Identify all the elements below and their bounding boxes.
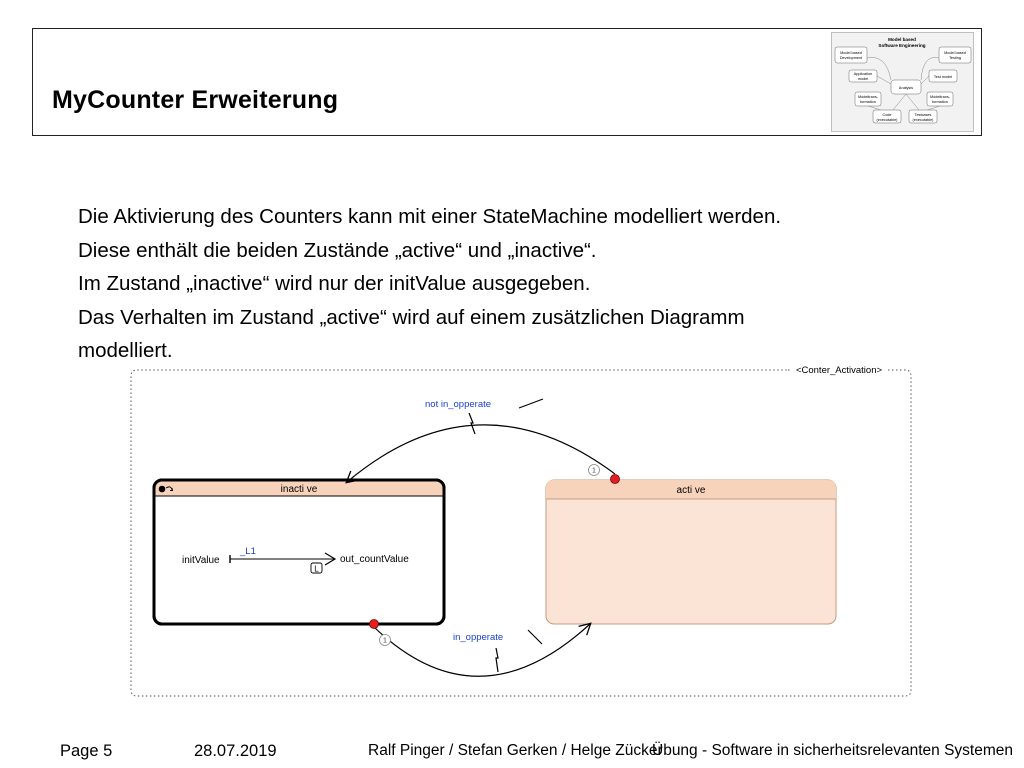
transition-top-priority-badge xyxy=(588,464,600,476)
body-text: Die Aktivierung des Counters kann mit ei… xyxy=(78,200,978,368)
transition-bottom-bolt-icon xyxy=(495,647,499,673)
transition-bottom-priority: 1 xyxy=(383,638,387,645)
transition-bottom-label: in_opperate xyxy=(453,632,503,643)
transition-bottom-source-marker xyxy=(369,619,379,629)
thumb-mbd-1: Model based xyxy=(840,51,862,55)
state-machine-diagram: <Conter_Activation> inacti ve initValue … xyxy=(130,363,912,697)
footer-date: 28.07.2019 xyxy=(194,742,277,760)
state-active[interactable]: acti ve xyxy=(545,479,837,625)
footer-authors: Ralf Pinger / Stefan Gerken / Helge Zück… xyxy=(368,742,663,759)
thumb-mbd-2: Development xyxy=(840,56,863,60)
transition-top-bolt-icon xyxy=(468,412,476,435)
paragraph-line: Diese enthält die beiden Zustände „activ… xyxy=(78,238,597,262)
thumb-analysis: Analysis xyxy=(899,86,913,90)
flow-arrow-icon xyxy=(324,552,337,566)
thumb-mbt-2: Testing xyxy=(949,56,961,60)
mbse-overview-thumbnail: Model based Software Engineering Model b… xyxy=(831,32,974,132)
thumb-mbt-1: Model based xyxy=(944,51,966,55)
thumb-testcases-1: Testcases xyxy=(915,113,932,117)
state-active-label: acti ve xyxy=(677,485,706,496)
transition-top-guard-tick xyxy=(518,398,544,409)
thumb-title-2: Software Engineering xyxy=(878,43,925,48)
footer-page-number: Page 5 xyxy=(60,742,113,760)
thumb-transform-left-2: formation xyxy=(860,100,876,104)
flow-badge-label: L xyxy=(314,565,319,574)
transition-to-inactive[interactable] xyxy=(345,424,616,484)
state-inactive-label: inacti ve xyxy=(281,484,318,495)
paragraph-line: modelliert. xyxy=(78,339,173,362)
flow-input-label: initValue xyxy=(182,555,220,566)
thumb-code-1: Code xyxy=(882,113,891,117)
transition-top-priority: 1 xyxy=(592,468,596,475)
thumb-app-model-2: model xyxy=(858,77,868,81)
paragraph-line: Das Verhalten im Zustand „active“ wird a… xyxy=(78,305,745,329)
thumb-code-2: (executable) xyxy=(877,118,899,122)
thumb-transform-right-2: formation xyxy=(932,100,948,104)
slide-title: MyCounter Erweiterung xyxy=(52,86,339,114)
transition-bottom-priority-badge xyxy=(379,634,391,646)
transition-to-active[interactable] xyxy=(373,622,592,677)
transition-top-source-marker xyxy=(610,474,620,484)
flow-line-label: _L1 xyxy=(239,546,256,557)
state-inactive[interactable]: inacti ve xyxy=(152,478,446,626)
flow-output-label: out_countValue xyxy=(340,554,409,565)
thumb-title-1: Model based xyxy=(888,37,916,42)
thumb-transform-left-1: Modeltrans- xyxy=(858,95,879,99)
thumb-app-model-1: Application xyxy=(854,72,873,76)
paragraph-line: Die Aktivierung des Counters kann mit ei… xyxy=(78,205,782,228)
diagram-frame xyxy=(130,369,912,697)
footer-course: Übung - Software in sicherheitsrelevante… xyxy=(652,742,1013,759)
transition-top-label: not in_opperate xyxy=(425,399,491,410)
diagram-frame-label: <Conter_Activation> xyxy=(796,365,883,376)
header-box xyxy=(32,28,982,136)
thumb-testcases-2: (executable) xyxy=(913,118,935,122)
flow-badge xyxy=(310,562,323,574)
transition-bottom-guard-tick xyxy=(527,629,543,645)
initial-state-icon xyxy=(158,485,174,493)
thumb-transform-right-1: Modeltrans- xyxy=(930,95,951,99)
thumb-test-model: Test model xyxy=(934,75,953,79)
paragraph-line: Im Zustand „inactive“ wird nur der initV… xyxy=(78,272,591,295)
